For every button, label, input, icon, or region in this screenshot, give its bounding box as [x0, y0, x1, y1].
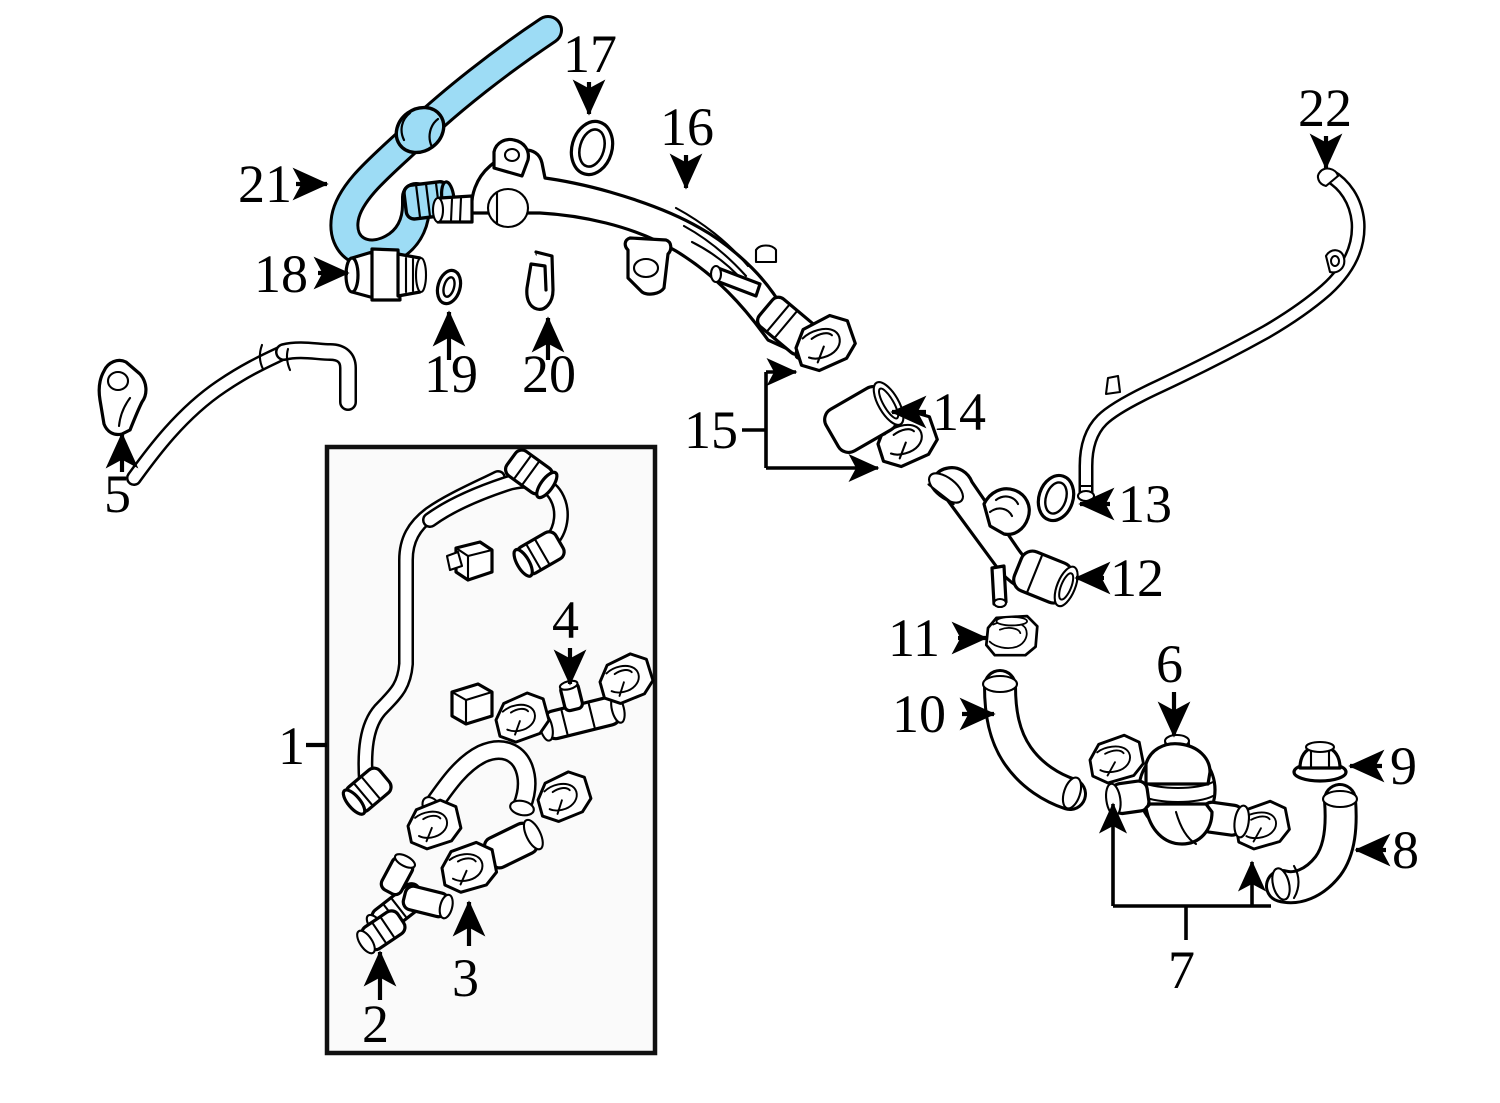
callout-label-16: 16 [660, 97, 714, 157]
callout-12: 12 [1074, 548, 1164, 608]
callout-20: 20 [522, 316, 576, 404]
block-clip-mid[interactable] [450, 682, 494, 726]
callout-label-22: 22 [1298, 78, 1352, 138]
callout-label-7: 7 [1168, 940, 1195, 1000]
rubber-sleeve-in-box[interactable] [481, 817, 546, 871]
callout-14: 14 [890, 382, 986, 442]
callout-4: 4 [552, 590, 587, 686]
block-clip-upper[interactable] [445, 540, 494, 582]
callout-13: 13 [1078, 474, 1172, 534]
part-2-y-connector[interactable] [354, 851, 455, 956]
part-13-o-ring-seal[interactable] [1033, 471, 1080, 525]
callout-1: 1 [278, 716, 327, 776]
callout-21: 21 [238, 154, 329, 214]
callout-label-17: 17 [563, 24, 617, 84]
callout-18: 18 [254, 244, 350, 304]
part-17-o-ring-seal[interactable] [565, 117, 618, 180]
callout-label-1: 1 [278, 716, 305, 776]
part-22-coolant-return-pipe[interactable] [1076, 167, 1366, 503]
callout-label-8: 8 [1392, 820, 1419, 880]
part-6-heater-control-water-valve[interactable] [1104, 733, 1251, 846]
hose-assembly-long[interactable] [340, 447, 569, 818]
part-12-coolant-pipe-connector[interactable] [924, 466, 1082, 610]
part-19-small-o-ring-seal[interactable] [434, 268, 465, 307]
callout-22: 22 [1298, 78, 1352, 170]
spring-clamp-box-b[interactable] [593, 649, 658, 708]
part-16-coolant-distribution-manifold[interactable] [431, 137, 826, 363]
callout-label-14: 14 [932, 382, 986, 442]
callout-label-10: 10 [892, 684, 946, 744]
part-8-heater-outlet-hose[interactable] [1265, 783, 1359, 905]
callout-6: 6 [1156, 634, 1191, 738]
callout-8: 8 [1354, 820, 1419, 880]
part-7-clamp-left[interactable] [1084, 732, 1147, 787]
callout-label-9: 9 [1390, 736, 1417, 796]
callout-label-15: 15 [684, 400, 738, 460]
callout-5: 5 [104, 432, 139, 524]
callout-label-2: 2 [362, 994, 389, 1054]
part-9-cap-plug[interactable] [1292, 740, 1348, 783]
part-20-retaining-clip[interactable] [525, 250, 555, 311]
callout-17: 17 [563, 24, 617, 116]
part-18-coolant-temperature-sensor[interactable] [344, 247, 428, 302]
callout-15: 15 [684, 357, 880, 483]
callout-11: 11 [888, 608, 988, 668]
callout-2: 2 [362, 950, 397, 1054]
callout-16: 16 [660, 97, 714, 190]
callout-label-19: 19 [424, 344, 478, 404]
callout-label-12: 12 [1110, 548, 1164, 608]
callout-label-11: 11 [888, 608, 940, 668]
callout-label-6: 6 [1156, 634, 1183, 694]
callout-7: 7 [1098, 802, 1271, 1000]
callout-label-13: 13 [1118, 474, 1172, 534]
callout-label-18: 18 [254, 244, 308, 304]
part-10-heater-inlet-hose[interactable] [981, 669, 1087, 811]
callout-label-21: 21 [238, 154, 292, 214]
part-11-hose-clamp[interactable] [984, 614, 1039, 657]
part-5-vent-hose-with-flange[interactable] [97, 341, 357, 486]
spring-clamp-box-a[interactable] [489, 689, 554, 747]
callout-label-4: 4 [552, 590, 579, 650]
callout-3: 3 [452, 900, 486, 1008]
callout-9: 9 [1348, 736, 1417, 796]
callout-19: 19 [424, 310, 478, 404]
callout-label-20: 20 [522, 344, 576, 404]
group-1-contents [340, 447, 658, 956]
spring-clamp-box-c[interactable] [402, 796, 466, 853]
spring-clamp-box-d[interactable] [531, 767, 596, 826]
callout-label-3: 3 [452, 948, 479, 1008]
callout-label-5: 5 [104, 464, 131, 524]
callout-10: 10 [892, 684, 996, 744]
part-15-clamp-upper[interactable] [788, 310, 862, 376]
part-3-spring-hose-clamp[interactable] [436, 839, 501, 896]
